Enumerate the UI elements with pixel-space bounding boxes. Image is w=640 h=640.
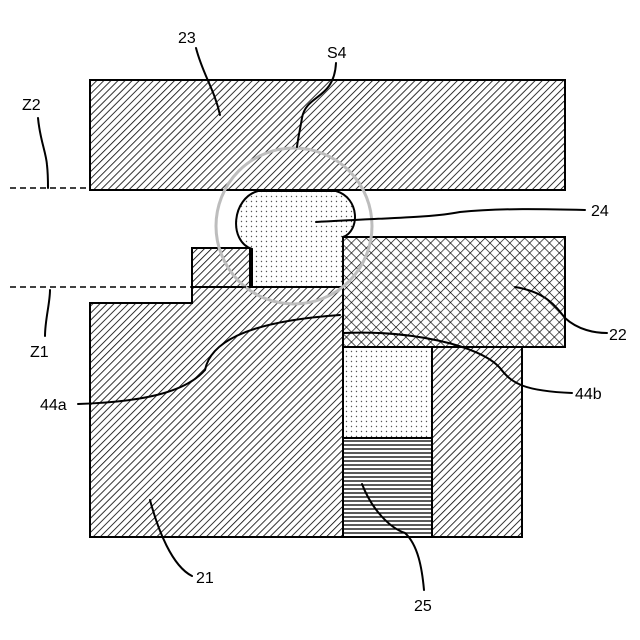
label-21: 21	[196, 570, 214, 587]
label-z2: Z2	[22, 97, 41, 114]
label-s4: S4	[327, 45, 347, 62]
leader-z1	[45, 290, 50, 336]
leader-z2	[38, 118, 48, 188]
part-21-body	[90, 287, 343, 537]
part-24-member	[236, 191, 355, 287]
part-21-right-leg	[432, 347, 522, 537]
label-44a: 44a	[40, 397, 67, 414]
label-44b: 44b	[575, 386, 602, 403]
filler-region	[343, 347, 432, 438]
label-25: 25	[414, 598, 432, 615]
label-z1: Z1	[30, 344, 49, 361]
leader-24	[316, 209, 585, 222]
label-24: 24	[591, 203, 609, 220]
part-23-block	[90, 80, 565, 190]
label-22: 22	[609, 327, 627, 344]
label-23: 23	[178, 30, 196, 47]
